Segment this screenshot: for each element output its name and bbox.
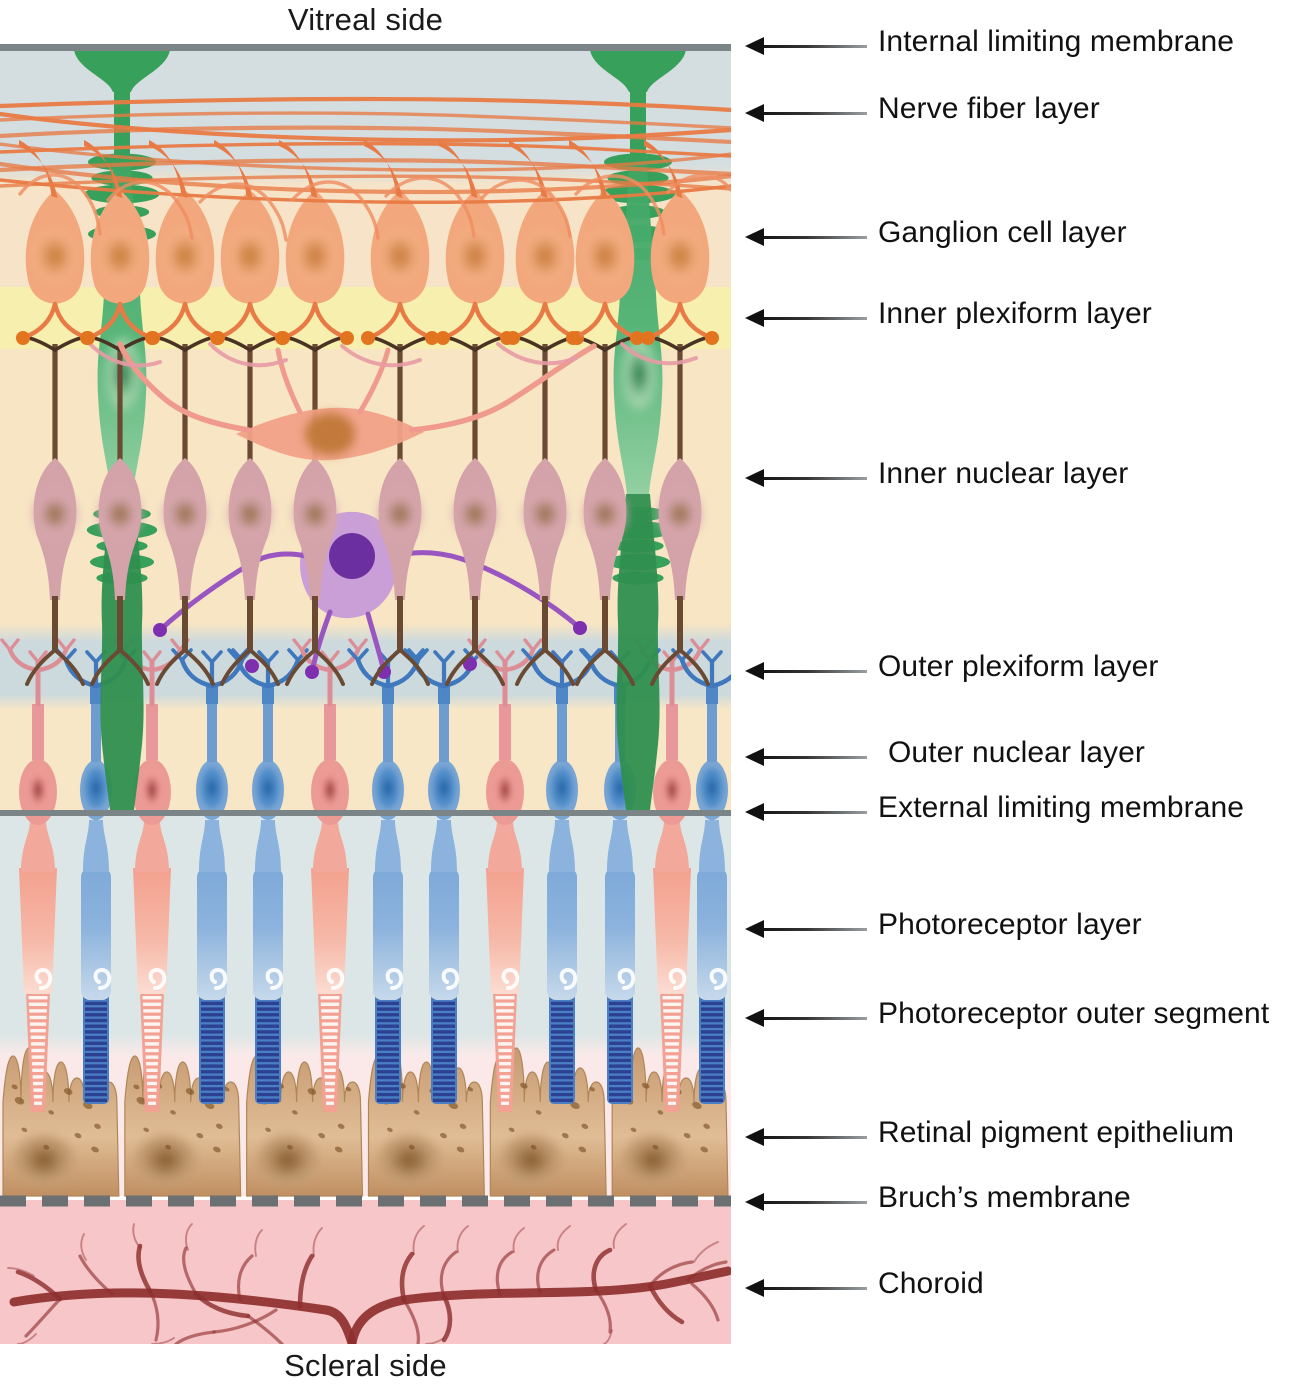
ganglion-cell — [211, 140, 289, 345]
layer-label-text: Nerve fiber layer — [878, 92, 1100, 125]
arrow-left-icon — [745, 800, 867, 824]
layer-label-text: Outer plexiform layer — [878, 650, 1159, 683]
layer-label-text: Photoreceptor layer — [878, 908, 1142, 941]
bipolar-cell — [370, 336, 430, 686]
nerve-fiber-layer-axons — [0, 96, 734, 242]
layer-label-text: Choroid — [878, 1267, 984, 1300]
arrow-head — [745, 1279, 764, 1297]
arrow-line — [757, 236, 867, 239]
arrow-left-icon — [745, 745, 867, 769]
arrow-head — [745, 37, 764, 55]
ganglion-cell — [16, 140, 94, 345]
arrow-left-icon — [745, 306, 867, 330]
ganglion-cell — [641, 140, 719, 345]
cone-photoreceptor — [0, 638, 76, 1112]
ganglion-cell — [506, 140, 584, 345]
photoreceptor-cells — [0, 638, 753, 1112]
ganglion-cells — [16, 140, 719, 345]
arrow-head — [745, 104, 764, 122]
rod-photoreceptor — [403, 648, 485, 1104]
layer-label-text: Internal limiting membrane — [878, 25, 1235, 58]
arrow-line — [757, 811, 867, 814]
layer-label-text: Photoreceptor outer segment — [878, 997, 1270, 1030]
layer-label-text: External limiting membrane — [878, 791, 1245, 824]
bipolar-cell — [650, 336, 710, 686]
ganglion-cell — [146, 140, 224, 345]
arrow-line — [757, 928, 867, 931]
amacrine-cell — [117, 341, 597, 461]
arrow-head — [745, 228, 764, 246]
inner-plexiform-connections — [88, 342, 698, 368]
arrow-line — [757, 670, 867, 673]
arrow-left-icon — [745, 659, 867, 683]
choroid-vessels — [7, 1223, 733, 1348]
scleral-side-caption: Scleral side — [284, 1348, 447, 1383]
arrow-line — [757, 45, 867, 48]
arrow-left-icon — [745, 1125, 867, 1149]
arrow-line — [757, 1136, 867, 1139]
cone-photoreceptor — [114, 638, 190, 1112]
bipolar-cell — [445, 336, 505, 686]
layer-label-text: Inner plexiform layer — [878, 297, 1152, 330]
arrow-head — [745, 469, 764, 487]
panel-edge — [730, 44, 732, 1344]
arrow-left-icon — [745, 917, 867, 941]
arrow-line — [757, 1287, 867, 1290]
retina-svg — [0, 44, 753, 1348]
arrow-left-icon — [745, 101, 867, 125]
arrow-head — [745, 1009, 764, 1027]
rod-photoreceptor — [171, 648, 253, 1104]
ganglion-cell — [276, 140, 354, 345]
arrow-head — [745, 309, 764, 327]
arrow-head — [745, 920, 764, 938]
retina-cross-section-illustration — [0, 44, 753, 1348]
arrow-left-icon — [745, 34, 867, 58]
vitreal-side-caption: Vitreal side — [287, 2, 444, 37]
ganglion-cell — [566, 140, 644, 345]
arrow-line — [757, 317, 867, 320]
arrow-line — [757, 1201, 867, 1204]
bipolar-cell — [155, 336, 215, 686]
layer-label-text: Bruch’s membrane — [878, 1181, 1131, 1214]
cone-photoreceptor — [634, 638, 710, 1112]
layer-label-text: Ganglion cell layer — [878, 216, 1127, 249]
arrow-line — [757, 112, 867, 115]
internal-limiting-membrane — [0, 44, 731, 51]
rod-photoreceptor — [227, 648, 309, 1104]
layer-label-text: Inner nuclear layer — [878, 457, 1129, 490]
layer-label-text: Retinal pigment epithelium — [878, 1116, 1235, 1149]
arrow-line — [757, 477, 867, 480]
bipolar-cell — [285, 336, 345, 686]
cone-photoreceptor — [292, 638, 368, 1112]
arrow-left-icon — [745, 466, 867, 490]
arrow-head — [745, 1128, 764, 1146]
rod-photoreceptor — [521, 648, 603, 1104]
arrow-head — [745, 748, 764, 766]
cone-photoreceptor — [467, 638, 543, 1112]
arrow-left-icon — [745, 1006, 867, 1030]
bipolar-cell — [220, 336, 280, 686]
bipolar-cell — [90, 336, 150, 686]
arrow-head — [745, 1193, 764, 1211]
arrow-head — [745, 803, 764, 821]
bipolar-cell — [25, 336, 85, 686]
arrow-head — [745, 662, 764, 680]
layer-label-text: Outer nuclear layer — [888, 736, 1146, 769]
arrow-line — [757, 756, 867, 759]
bipolar-cells — [25, 336, 710, 686]
rod-photoreceptor — [671, 648, 753, 1104]
arrow-left-icon — [745, 1276, 867, 1300]
arrow-line — [757, 1017, 867, 1020]
arrow-left-icon — [745, 1190, 867, 1214]
arrow-left-icon — [745, 225, 867, 249]
